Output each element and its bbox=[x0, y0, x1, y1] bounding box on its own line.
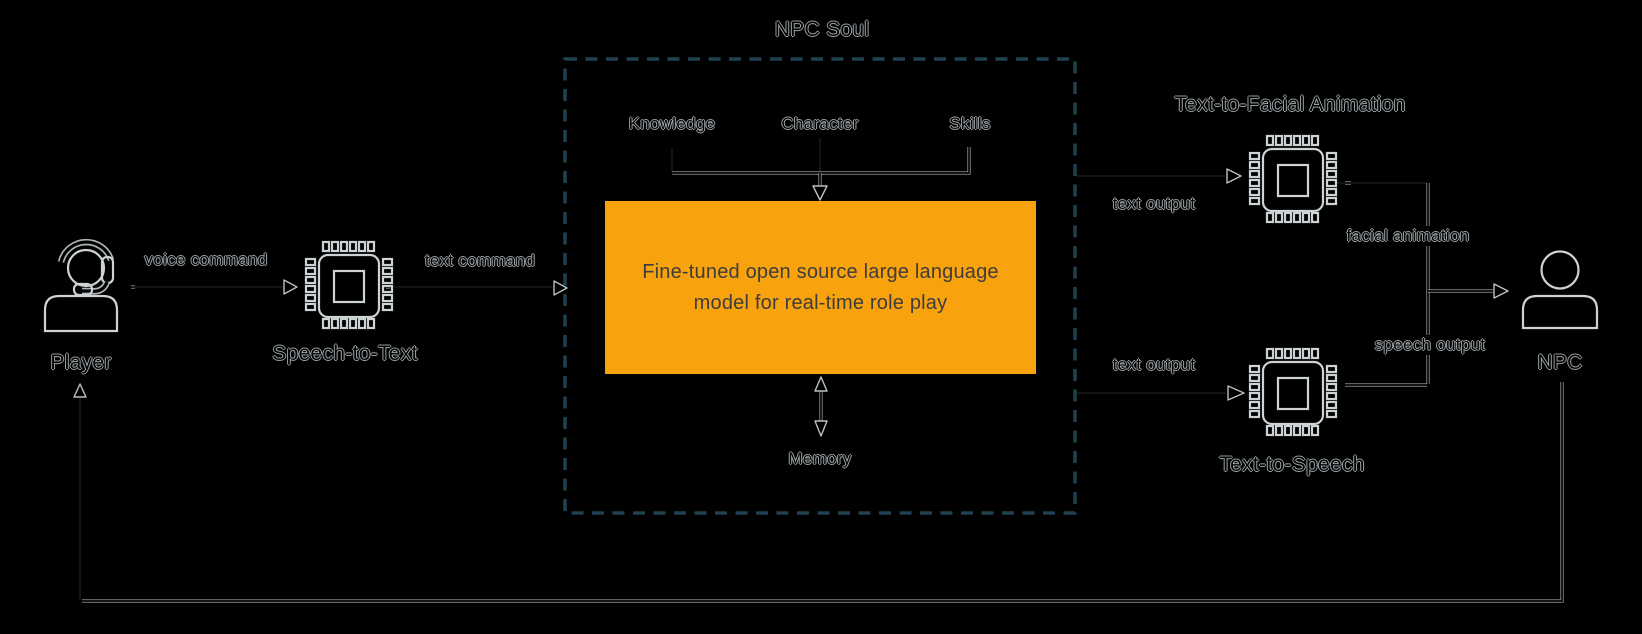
voice-command-label: voice command bbox=[144, 250, 268, 269]
hidden-edge-shafts bbox=[79, 138, 1427, 600]
player-label: Player bbox=[50, 351, 112, 374]
npc-arrowhead-icon bbox=[1493, 283, 1509, 299]
memory-label: Memory bbox=[788, 449, 852, 468]
tfa-text-output-label: text output bbox=[1112, 194, 1196, 213]
llm-box-text: Fine-tuned open source large language mo… bbox=[642, 260, 999, 314]
speech-to-text-chip-icon bbox=[304, 240, 394, 330]
tfa-arrowhead-icon bbox=[1226, 168, 1242, 184]
text-to-facial-animation-chip-icon bbox=[1248, 134, 1338, 224]
player-headset-person-icon bbox=[43, 238, 119, 333]
speech-output-label: speech output bbox=[1370, 335, 1490, 355]
tts-text-output-label: text output bbox=[1112, 355, 1196, 374]
memory-down-arrowhead-icon bbox=[814, 420, 828, 437]
knowledge-label: Knowledge bbox=[628, 114, 716, 133]
character-label: Character bbox=[781, 114, 859, 133]
voice-command-arrowhead-icon bbox=[283, 279, 298, 295]
facial-animation-label: facial animation bbox=[1342, 226, 1474, 246]
speech-to-text-label: Speech-to-Text bbox=[272, 342, 418, 365]
skills-label: Skills bbox=[949, 114, 991, 133]
llm-input-arrowhead-icon bbox=[812, 185, 828, 201]
arrowheads bbox=[73, 168, 1509, 437]
memory-up-arrowhead-icon bbox=[814, 376, 828, 392]
npc-person-icon bbox=[1521, 250, 1599, 330]
feedback-arrowhead-icon bbox=[73, 383, 87, 398]
text-to-facial-animation-label: Text-to-Facial Animation bbox=[1174, 93, 1406, 116]
tts-arrowhead-icon bbox=[1227, 385, 1245, 401]
text-to-speech-label: Text-to-Speech bbox=[1219, 453, 1365, 476]
npc-soul-dashed-box bbox=[563, 57, 1077, 515]
npc-soul-title: NPC Soul bbox=[774, 18, 870, 41]
llm-box: Fine-tuned open source large language mo… bbox=[605, 201, 1036, 374]
text-command-label: text command bbox=[424, 251, 536, 270]
text-command-arrowhead-icon bbox=[553, 280, 568, 296]
text-to-speech-chip-icon bbox=[1248, 347, 1338, 437]
npc-label: NPC bbox=[1537, 351, 1583, 374]
